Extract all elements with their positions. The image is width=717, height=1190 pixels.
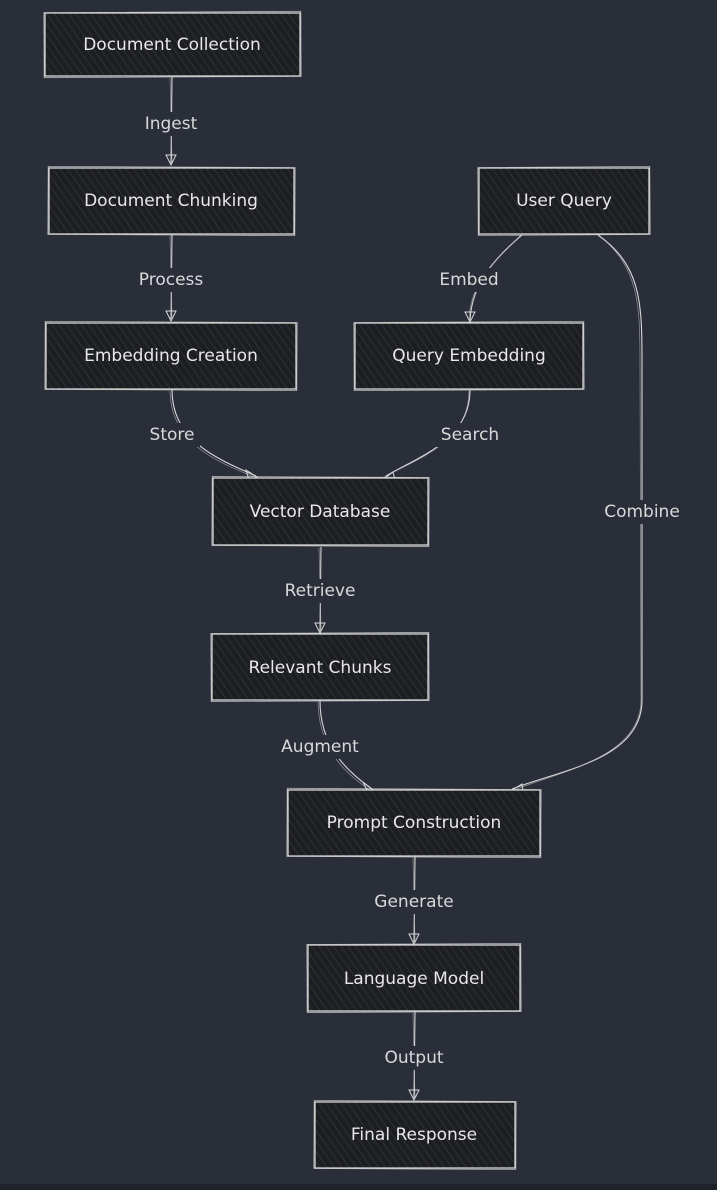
svg-text:Combine: Combine [604,502,680,522]
edge-label-process: Process [134,268,208,292]
svg-text:Retrieve: Retrieve [285,581,356,601]
svg-text:Embed: Embed [439,270,498,290]
bottom-scrollbar-strip [0,1184,717,1190]
svg-text:User Query: User Query [516,191,612,211]
svg-text:Store: Store [150,425,195,445]
node-language-model: Language Model [306,943,522,1013]
svg-text:Document Chunking: Document Chunking [84,191,258,211]
edge-label-ingest: Ingest [140,112,202,136]
edge-label-search: Search [436,423,504,447]
edge-label-augment: Augment [278,735,362,759]
svg-text:Output: Output [384,1048,443,1068]
edge-label-retrieve: Retrieve [280,579,360,603]
edge-label-output: Output [380,1046,448,1070]
node-user-query: User Query [477,165,651,237]
node-document-collection: Document Collection [43,10,302,79]
node-final-response: Final Response [313,1100,517,1170]
svg-text:Search: Search [441,425,499,445]
svg-text:Query Embedding: Query Embedding [392,346,546,366]
node-prompt-construction: Prompt Construction [286,787,542,859]
svg-text:Relevant Chunks: Relevant Chunks [249,658,392,678]
svg-text:Process: Process [139,270,204,290]
edge-label-embed: Embed [437,268,501,292]
node-vector-database: Vector Database [211,476,430,547]
svg-text:Language Model: Language Model [344,969,484,989]
svg-text:Ingest: Ingest [145,114,198,134]
svg-text:Prompt Construction: Prompt Construction [327,813,502,833]
edge-label-generate: Generate [368,890,460,914]
edge-label-combine: Combine [600,500,684,524]
node-relevant-chunks: Relevant Chunks [210,632,430,702]
node-query-embedding: Query Embedding [353,320,585,392]
node-embedding-creation: Embedding Creation [44,320,298,392]
svg-text:Document Collection: Document Collection [83,35,261,55]
svg-text:Final Response: Final Response [351,1125,477,1145]
svg-text:Augment: Augment [281,737,359,757]
svg-text:Generate: Generate [374,892,453,912]
node-document-chunking: Document Chunking [47,165,296,237]
edge-label-store: Store [144,423,200,447]
svg-text:Vector Database: Vector Database [250,502,391,522]
svg-text:Embedding Creation: Embedding Creation [84,346,258,366]
